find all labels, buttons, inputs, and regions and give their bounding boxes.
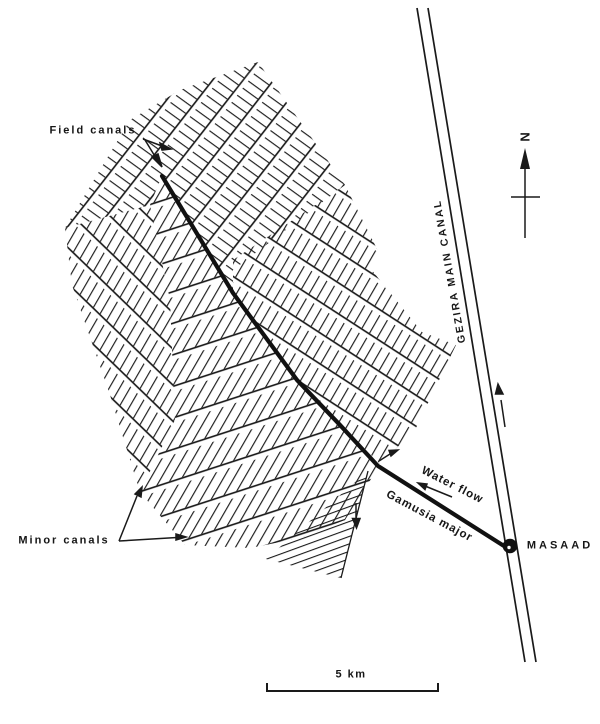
arrows	[118, 138, 506, 542]
scale-label: 5 km	[335, 668, 367, 681]
north-label: N	[517, 132, 533, 142]
masaad-offtake-symbol	[502, 538, 518, 554]
field-hatch-zone-ne-minors	[233, 185, 456, 464]
triangle-block-flow-arrow	[351, 503, 362, 531]
main-canal-flow-arrow	[494, 381, 506, 428]
field-canals-label: Field canals	[49, 124, 137, 137]
field-hatch-zone-west-minors	[65, 205, 175, 492]
field-hatch-zone-sw-minors	[140, 176, 378, 548]
field-canals-pointer-arrows	[142, 138, 174, 168]
gezira-main-canal-lines	[416, 7, 537, 663]
field-hatch-zone-ne-top-minors	[162, 62, 345, 293]
water-flow-arrow	[415, 482, 453, 498]
minor-canals-label: Minor canals	[18, 534, 110, 547]
bend-flow-arrow	[378, 449, 401, 462]
gamusia-major-canal-line	[159, 173, 507, 549]
masaad-label: MASAAD	[526, 539, 594, 552]
minor-canals-pointer-arrows	[118, 484, 189, 542]
north-arrow	[511, 148, 540, 238]
scale-bar	[266, 683, 439, 692]
field-hatch-triangle-block	[266, 471, 368, 578]
